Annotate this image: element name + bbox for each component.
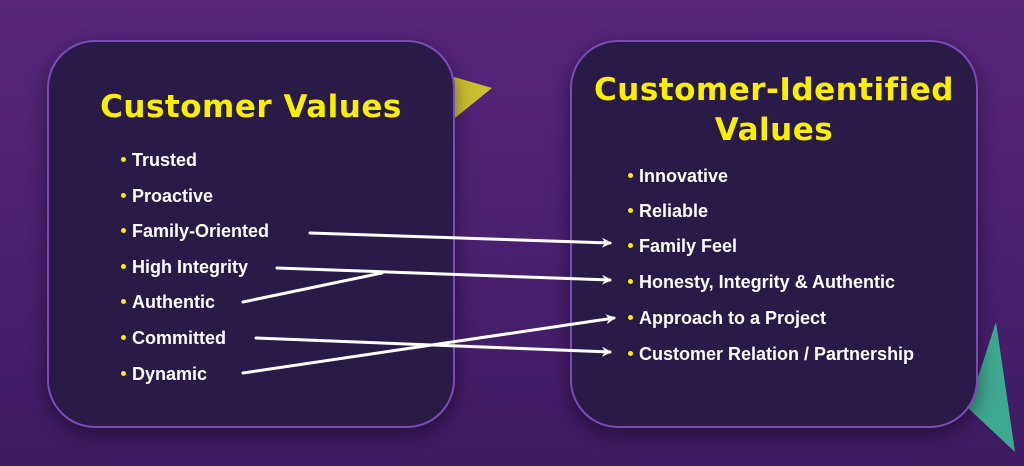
bullet-icon bbox=[121, 192, 126, 198]
list-item: Authentic bbox=[121, 291, 215, 313]
customer-values-box: Customer Values Trusted Proactive Family… bbox=[47, 40, 455, 428]
item-label: Family Feel bbox=[639, 236, 738, 256]
customer-values-title: Customer Values bbox=[100, 89, 402, 125]
list-item: High Integrity bbox=[121, 256, 248, 278]
customer-identified-values-box: Customer-Identified Values Innovative Re… bbox=[570, 40, 978, 428]
item-label: Committed bbox=[132, 328, 226, 348]
teal-triangle-decoration bbox=[968, 322, 1015, 452]
bullet-icon bbox=[121, 370, 126, 376]
list-item: Family-Oriented bbox=[121, 220, 269, 242]
bullet-icon bbox=[628, 172, 633, 178]
arrow-family-oriented-to-family-feel bbox=[308, 231, 612, 248]
item-label: Honesty, Integrity & Authentic bbox=[639, 272, 896, 292]
list-item: Approach to a Project bbox=[628, 307, 826, 329]
customer-identified-title-line1: Customer-Identified bbox=[594, 72, 954, 108]
item-label: Authentic bbox=[132, 292, 215, 312]
customer-identified-title-line2: Values bbox=[714, 112, 834, 148]
list-item: Family Feel bbox=[628, 235, 737, 257]
bullet-icon bbox=[121, 156, 126, 162]
list-item: Innovative bbox=[628, 165, 728, 187]
list-item: Customer Relation / Partnership bbox=[628, 343, 914, 365]
list-item: Honesty, Integrity & Authentic bbox=[628, 271, 895, 293]
bullet-icon bbox=[121, 263, 126, 269]
bullet-icon bbox=[121, 298, 126, 304]
item-label: Trusted bbox=[132, 150, 198, 170]
bullet-icon bbox=[628, 207, 633, 213]
list-item: Reliable bbox=[628, 200, 708, 222]
item-label: Approach to a Project bbox=[639, 308, 827, 328]
list-item: Committed bbox=[121, 327, 226, 349]
item-label: High Integrity bbox=[132, 257, 248, 277]
item-label: Family-Oriented bbox=[132, 221, 270, 241]
item-label: Customer Relation / Partnership bbox=[639, 344, 915, 364]
item-label: Dynamic bbox=[132, 364, 208, 384]
list-item: Dynamic bbox=[121, 363, 207, 385]
bullet-icon bbox=[628, 350, 633, 356]
item-label: Reliable bbox=[639, 201, 709, 221]
item-label: Proactive bbox=[132, 186, 214, 206]
item-label: Innovative bbox=[639, 166, 729, 186]
arrow-high-integrity-to-honesty bbox=[275, 266, 612, 285]
bullet-icon bbox=[121, 227, 126, 233]
list-item: Trusted bbox=[121, 149, 197, 171]
arrow-dynamic-to-approach bbox=[241, 314, 616, 375]
bullet-icon bbox=[628, 278, 633, 284]
bullet-icon bbox=[121, 334, 126, 340]
bullet-icon bbox=[628, 314, 633, 320]
bullet-icon bbox=[628, 242, 633, 248]
arrow-authentic-to-honesty bbox=[241, 271, 384, 304]
list-item: Proactive bbox=[121, 185, 213, 207]
